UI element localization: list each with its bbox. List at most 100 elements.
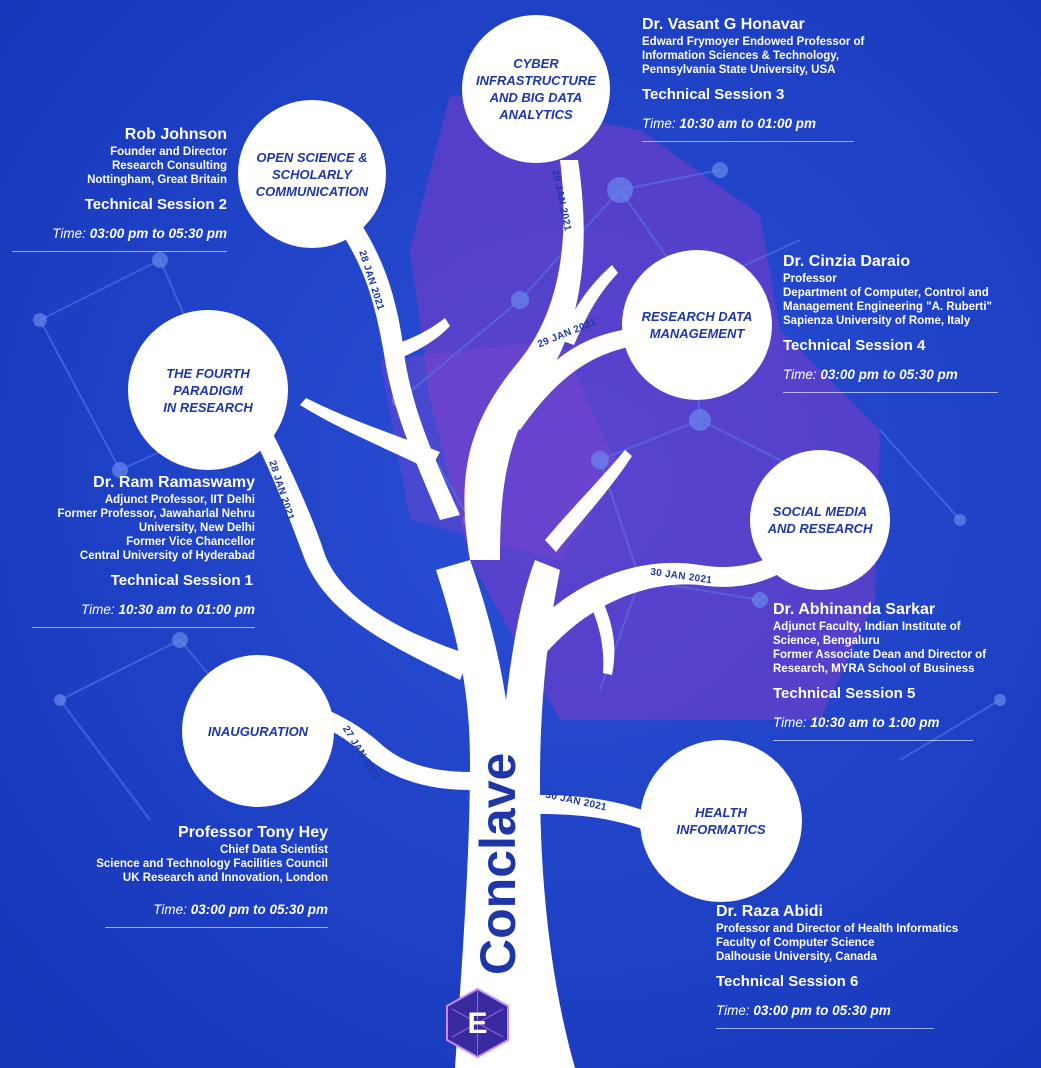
speaker-detail: Faculty of Computer Science xyxy=(716,937,875,949)
speaker-detail: Information Sciences & Technology, xyxy=(642,50,840,62)
speaker-info-social-media: Dr. Abhinanda Sarkar Adjunct Faculty, In… xyxy=(773,600,1041,741)
speaker-info-cyber: Dr. Vasant G Honavar Edward Frymoyer End… xyxy=(642,15,942,142)
time-label: Time: xyxy=(52,226,86,241)
speaker-detail: Former Vice Chancellor xyxy=(126,536,255,548)
speaker-detail: Research, MYRA School of Business xyxy=(773,663,975,675)
speaker-detail: Adjunct Professor, IIT Delhi xyxy=(104,494,255,506)
time-label: Time: xyxy=(716,1003,750,1018)
speaker-detail: Management Engineering "A. Ruberti" xyxy=(783,301,992,313)
topic-circle-open-science: OPEN SCIENCE & SCHOLARLY COMMUNICATION xyxy=(238,100,386,248)
session-label: Technical Session 1 xyxy=(110,572,253,589)
topic-label: HEALTH INFORMATICS xyxy=(676,805,766,837)
session-label: Technical Session 5 xyxy=(773,685,916,702)
topic-label: THE FOURTH PARADIGM IN RESEARCH xyxy=(163,365,253,415)
topic-label: OPEN SCIENCE & SCHOLARLY COMMUNICATION xyxy=(255,149,369,199)
twig xyxy=(545,450,632,552)
topic-circle-social-media: SOCIAL MEDIA AND RESEARCH xyxy=(750,450,890,590)
speaker-detail: University, New Delhi xyxy=(138,522,255,534)
topic-circle-research-data: RESEARCH DATA MANAGEMENT xyxy=(622,250,772,400)
speaker-info-health: Dr. Raza Abidi Professor and Director of… xyxy=(716,902,1016,1029)
time-value: 03:00 pm to 05:30 pm xyxy=(89,226,227,241)
speaker-detail: Research Consulting xyxy=(111,160,227,172)
speaker-info-inauguration: Professor Tony Hey Chief Data Scientist … xyxy=(0,823,328,928)
speaker-detail: Adjunct Faculty, Indian Institute of xyxy=(773,621,961,633)
time-value: 10:30 am to 1:00 pm xyxy=(810,715,940,730)
topic-circle-health: HEALTH INFORMATICS xyxy=(640,740,802,902)
speaker-info-open-science: Rob Johnson Founder and Director Researc… xyxy=(0,125,227,252)
session-label: Technical Session 3 xyxy=(642,86,785,103)
time-label: Time: xyxy=(81,602,115,617)
time-value: 03:00 pm to 05:30 pm xyxy=(190,902,328,917)
topic-circle-inauguration: INAUGURATION xyxy=(182,655,334,807)
speaker-detail: Dalhousie University, Canada xyxy=(716,951,877,963)
speaker-detail: UK Research and Innovation, London xyxy=(122,872,328,884)
speaker-detail: Former Professor, Jawaharlal Nehru xyxy=(57,508,256,520)
speaker-detail: Founder and Director xyxy=(110,146,227,158)
speaker-detail: Professor and Director of Health Informa… xyxy=(716,923,959,935)
session-time: Time: 03:00 pm to 05:30 pm xyxy=(0,901,328,919)
speaker-name: Dr. Cinzia Daraio xyxy=(783,253,911,270)
session-time: Time: 10:30 am to 01:00 pm xyxy=(0,601,255,619)
divider xyxy=(32,627,255,628)
time-label: Time: xyxy=(642,116,676,131)
session-label: Technical Session 6 xyxy=(716,973,859,990)
speaker-detail: Central University of Hyderabad xyxy=(79,550,255,562)
session-time: Time: 03:00 pm to 05:30 pm xyxy=(783,366,1041,384)
speaker-detail: Department of Computer, Control and xyxy=(783,287,989,299)
session-time: Time: 10:30 am to 1:00 pm xyxy=(773,714,1041,732)
twig xyxy=(588,595,615,675)
branch-fourth-paradigm xyxy=(255,432,470,680)
twig xyxy=(560,265,618,345)
speaker-name: Rob Johnson xyxy=(124,126,227,143)
speaker-info-research-data: Dr. Cinzia Daraio Professor Department o… xyxy=(783,252,1041,393)
divider xyxy=(716,1028,934,1029)
divider xyxy=(783,392,998,393)
speaker-detail: Sapienza University of Rome, Italy xyxy=(783,315,971,327)
speaker-info-fourth-paradigm: Dr. Ram Ramaswamy Adjunct Professor, IIT… xyxy=(0,473,255,628)
speaker-name: Professor Tony Hey xyxy=(178,824,328,841)
topic-label: INAUGURATION xyxy=(207,723,309,739)
divider xyxy=(773,740,973,741)
speaker-detail: Pennsylvania State University, USA xyxy=(642,64,836,76)
time-value: 03:00 pm to 05:30 pm xyxy=(820,367,958,382)
trunk-title: Conclave xyxy=(470,752,526,975)
session-label: Technical Session 4 xyxy=(783,337,926,354)
speaker-detail: Science, Bengaluru xyxy=(773,635,880,647)
time-value: 03:00 pm to 05:30 pm xyxy=(753,1003,891,1018)
topic-label: CYBER INFRASTRUCTURE AND BIG DATA ANALYT… xyxy=(476,56,596,122)
branch-cyber xyxy=(464,160,584,560)
speaker-detail: Former Associate Dean and Director of xyxy=(773,649,987,661)
branch-research-data xyxy=(505,328,640,430)
speaker-detail: Nottingham, Great Britain xyxy=(87,174,227,186)
speaker-detail: Professor xyxy=(783,273,837,285)
branch-health xyxy=(540,795,655,832)
branch-social-media xyxy=(520,555,782,660)
session-time: Time: 10:30 am to 01:00 pm xyxy=(642,115,942,133)
branch-inauguration xyxy=(320,710,472,790)
e-hexagon-logo-icon: E xyxy=(446,987,509,1059)
topic-label: RESEARCH DATA MANAGEMENT xyxy=(641,309,753,341)
session-time: Time: 03:00 pm to 05:30 pm xyxy=(716,1002,1016,1020)
speaker-name: Dr. Abhinanda Sarkar xyxy=(773,601,936,618)
session-time: Time: 03:00 pm to 05:30 pm xyxy=(0,225,227,243)
time-value: 10:30 am to 01:00 pm xyxy=(118,602,255,617)
speaker-detail: Edward Frymoyer Endowed Professor of xyxy=(642,36,865,48)
time-label: Time: xyxy=(773,715,807,730)
speaker-detail: Science and Technology Facilities Counci… xyxy=(96,858,328,870)
speaker-detail: Chief Data Scientist xyxy=(220,844,328,856)
tree-trunk xyxy=(436,560,575,1068)
divider xyxy=(12,251,227,252)
session-label: Technical Session 2 xyxy=(84,196,227,213)
twig xyxy=(300,398,440,470)
divider xyxy=(642,141,854,142)
topic-circle-fourth-paradigm: THE FOURTH PARADIGM IN RESEARCH xyxy=(128,310,288,470)
time-label: Time: xyxy=(153,902,187,917)
speaker-name: Dr. Raza Abidi xyxy=(716,903,823,920)
divider xyxy=(105,927,328,928)
topic-label: SOCIAL MEDIA AND RESEARCH xyxy=(767,504,873,536)
twig xyxy=(392,318,450,360)
time-label: Time: xyxy=(783,367,817,382)
speaker-name: Dr. Vasant G Honavar xyxy=(642,16,805,33)
time-value: 10:30 am to 01:00 pm xyxy=(679,116,816,131)
